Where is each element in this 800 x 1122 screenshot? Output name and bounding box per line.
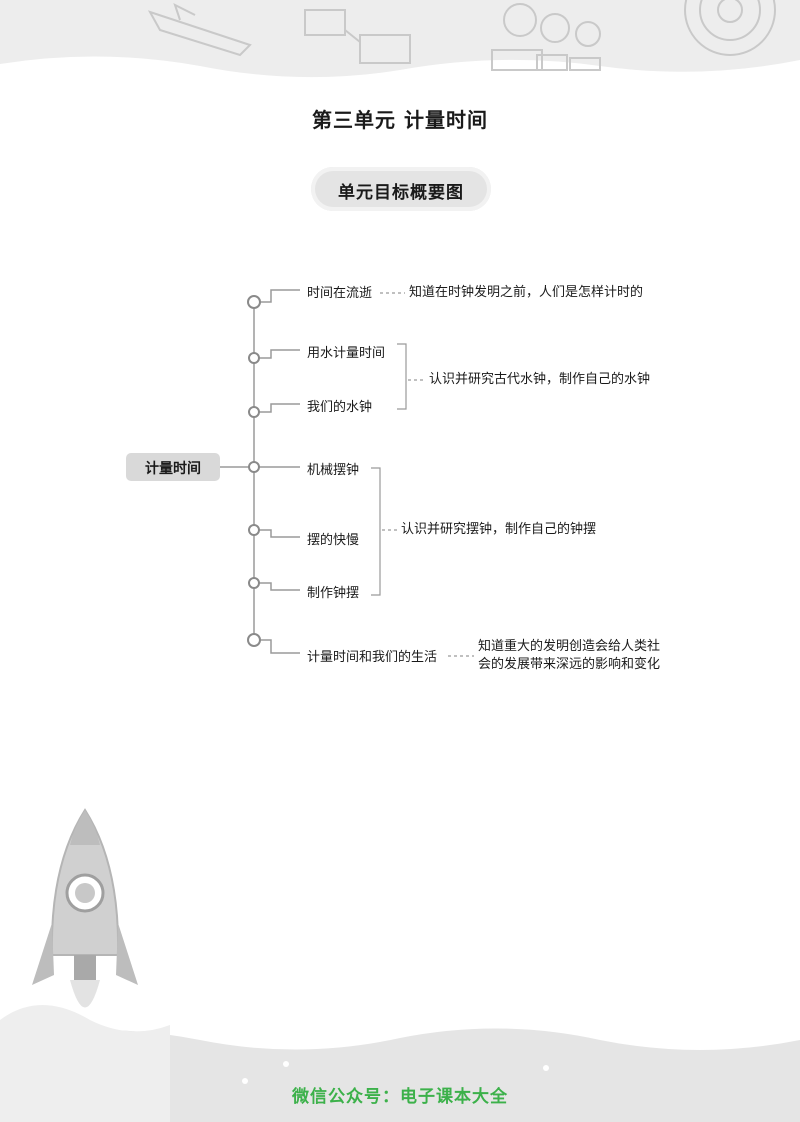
goal-pendulum: 认识并研究摆钟，制作自己的钟摆 xyxy=(401,522,597,537)
node-timing-and-life: 计量时间和我们的生活 xyxy=(307,650,438,665)
goal-water-clock: 认识并研究古代水钟，制作自己的水钟 xyxy=(429,372,651,387)
satellite-icon xyxy=(304,9,411,64)
node-pendulum-speed: 摆的快慢 xyxy=(307,533,360,548)
mindmap-root-box xyxy=(126,453,220,481)
footer-decoration xyxy=(0,1005,800,1122)
space-shuttle-icon xyxy=(147,3,252,57)
node-water-timing: 用水计量时间 xyxy=(307,346,386,361)
radar-dish-icon xyxy=(491,3,601,71)
banner-pill xyxy=(311,167,491,211)
rocket-icon xyxy=(32,808,138,1008)
header-decoration xyxy=(0,0,800,78)
page-title: 第三单元 计量时间 xyxy=(312,108,488,132)
goal-ancient-timing: 知道在时钟发明之前，人们是怎样计时的 xyxy=(409,285,644,300)
node-time-passing: 时间在流逝 xyxy=(307,286,373,301)
sparkle-icon xyxy=(242,1061,549,1084)
mindmap-root-label: 计量时间 xyxy=(145,461,201,477)
goal-inventions-line2: 会的发展带来深远的影响和变化 xyxy=(478,657,661,672)
footer-wechat-text: 微信公众号：电子课本大全 xyxy=(292,1087,508,1107)
banner-title: 单元目标概要图 xyxy=(338,183,464,203)
goal-inventions-line1: 知道重大的发明创造会给人类社 xyxy=(478,639,661,654)
node-make-pendulum: 制作钟摆 xyxy=(307,586,360,601)
node-our-water-clock: 我们的水钟 xyxy=(307,400,373,415)
node-pendulum-clock: 机械摆钟 xyxy=(307,463,360,478)
orbit-icon xyxy=(684,0,776,56)
